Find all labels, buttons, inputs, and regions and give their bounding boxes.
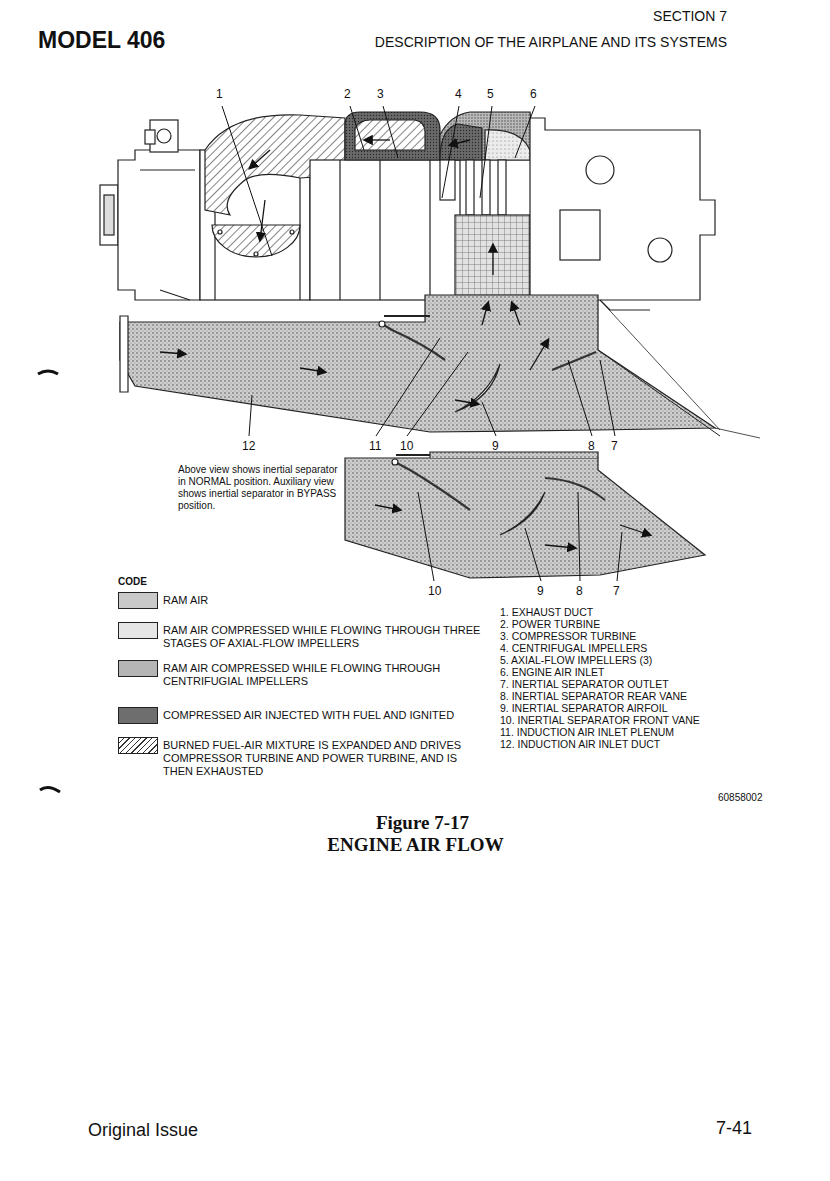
legend-text: RAM AIR COMPRESSED WHILE FLOWING THROUGH…: [163, 662, 483, 688]
legend-text: RAM AIR COMPRESSED WHILE FLOWING THROUGH…: [163, 624, 483, 650]
legend-text: BURNED FUEL-AIR MIXTURE IS EXPANDED AND …: [163, 739, 483, 778]
drawing-number: 60858002: [718, 792, 763, 804]
callout-number: 3: [377, 88, 384, 102]
callout-number: 6: [530, 88, 537, 102]
callout-number: 2: [344, 88, 351, 102]
part-list-item: 8. INERTIAL SEPARATOR REAR VANE: [500, 690, 687, 702]
legend-text: COMPRESSED AIR INJECTED WITH FUEL AND IG…: [163, 709, 483, 722]
section-number: SECTION 7: [653, 8, 727, 24]
part-list-item: 11. INDUCTION AIR INLET PLENUM: [500, 726, 674, 738]
callout-number: 10: [428, 585, 441, 599]
legend-swatch: [118, 737, 158, 754]
figure-caption: Figure 7-17 ENGINE AIR FLOW: [324, 812, 507, 856]
note-text: Above view shows inertial separator in N…: [178, 464, 340, 512]
part-list-item: 1. EXHAUST DUCT: [500, 606, 593, 618]
legend-swatch: [118, 707, 158, 724]
callout-number: 1: [216, 88, 223, 102]
part-list-item: 10. INERTIAL SEPARATOR FRONT VANE: [500, 714, 700, 726]
part-list-item: 3. COMPRESSOR TURBINE: [500, 630, 636, 642]
callout-number: 12: [242, 440, 255, 454]
callout-number: 4: [455, 88, 462, 102]
legend-heading: CODE: [118, 576, 147, 588]
part-list-item: 7. INERTIAL SEPARATOR OUTLET: [500, 678, 669, 690]
part-list-item: 6. ENGINE AIR INLET: [500, 666, 604, 678]
callout-number: 9: [537, 585, 544, 599]
legend-text: RAM AIR: [163, 594, 483, 607]
callout-number: 8: [588, 440, 595, 454]
legend-swatch: [118, 622, 158, 639]
callout-number: 8: [576, 585, 583, 599]
section-title: DESCRIPTION OF THE AIRPLANE AND ITS SYST…: [375, 34, 727, 50]
callout-number: 7: [611, 440, 618, 454]
part-list-item: 4. CENTRIFUGAL IMPELLERS: [500, 642, 647, 654]
callout-number: 7: [613, 585, 620, 599]
legend-swatch: [118, 660, 158, 677]
callout-number: 10: [400, 440, 413, 454]
part-list-item: 5. AXIAL-FLOW IMPELLERS (3): [500, 654, 652, 666]
part-list-item: 2. POWER TURBINE: [500, 618, 600, 630]
legend-swatch: [118, 592, 158, 609]
part-list-item: 9. INERTIAL SEPARATOR AIRFOIL: [500, 702, 667, 714]
callout-number: 5: [487, 88, 494, 102]
callout-number: 11: [369, 440, 381, 454]
page-number: 7-41: [716, 1118, 752, 1139]
model-title: MODEL 406: [38, 27, 165, 53]
part-list-item: 12. INDUCTION AIR INLET DUCT: [500, 738, 660, 750]
footer-issue: Original Issue: [88, 1120, 198, 1141]
callout-number: 9: [492, 440, 499, 454]
